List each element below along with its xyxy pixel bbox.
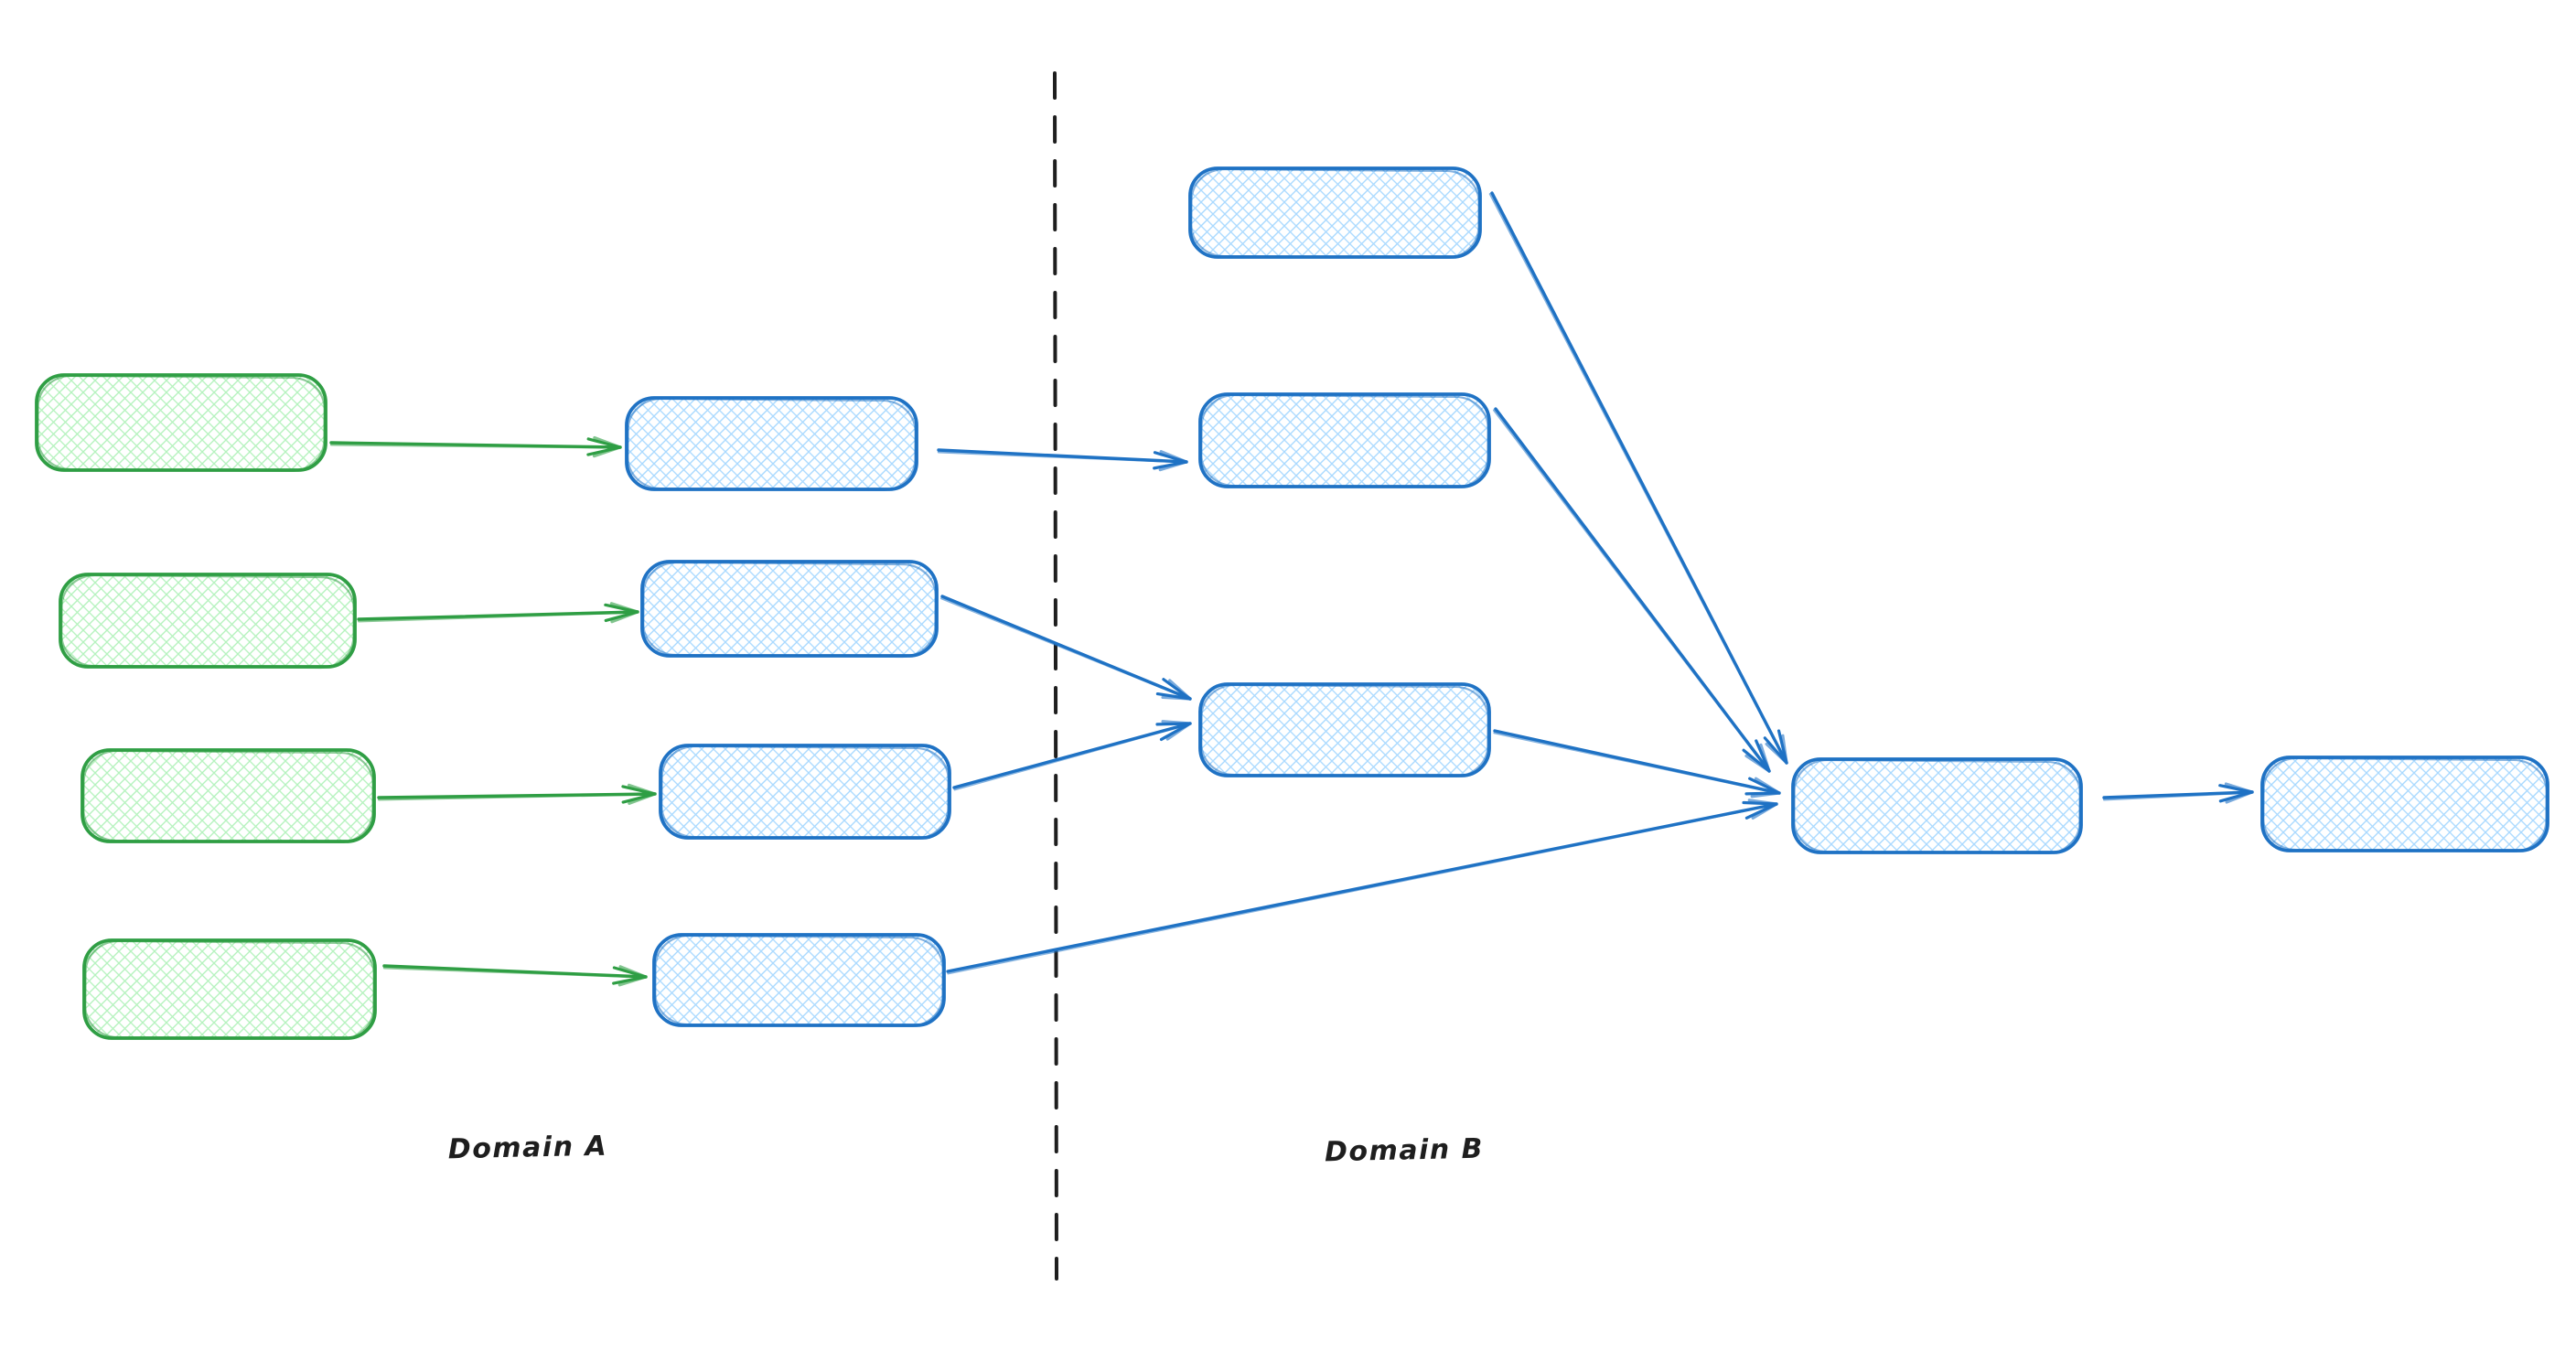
edge-node4-aggregator: [946, 799, 1778, 975]
domain-b-node-2: [1198, 392, 1491, 489]
edge-node3-bnode3: [952, 720, 1192, 791]
domain-a-source-4: [82, 938, 377, 1041]
domain-a-node-1: [625, 396, 918, 492]
domain-a-source-2: [59, 573, 357, 670]
domain-a-node-3: [659, 744, 951, 841]
domain-b-node-1: [1188, 166, 1482, 260]
domain-divider: [1053, 71, 1058, 1281]
domain-a-label: Domain A: [447, 1130, 608, 1166]
edge-source2-node2: [357, 602, 639, 624]
domain-a-source-3: [80, 748, 376, 844]
edge-source3-node3: [377, 783, 657, 805]
edge-aggregator-output: [2102, 782, 2254, 804]
domain-b-aggregator: [1791, 757, 2083, 855]
edge-source4-node4: [382, 964, 648, 987]
edge-bnode1-aggregator: [1488, 191, 1788, 765]
edge-bnode2-aggregator: [1492, 407, 1771, 773]
domain-a-node-4: [652, 933, 946, 1028]
domain-b-node-3: [1198, 682, 1491, 778]
domain-b-label: Domain B: [1324, 1132, 1485, 1169]
domain-b-output: [2260, 756, 2549, 853]
edge-source1-node1: [329, 435, 622, 458]
edge-node2-bnode3: [939, 595, 1192, 701]
edge-bnode3-aggregator: [1493, 729, 1781, 799]
edge-node1-bnode2: [937, 448, 1188, 472]
domain-a-node-2: [640, 560, 939, 659]
domain-a-source-1: [35, 373, 327, 473]
